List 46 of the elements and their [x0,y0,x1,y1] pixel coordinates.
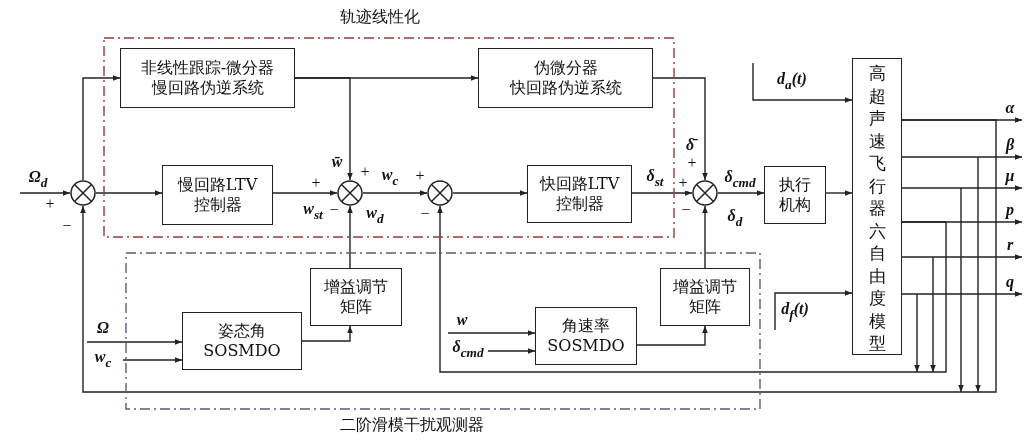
model-box: 高超声速飞行器六自由度模型 [852,58,902,355]
process-box [120,48,295,108]
group-title: 二阶滑模干扰观测器 [340,415,484,435]
process-box [478,48,653,108]
signal-arrow [636,325,708,346]
block-subtitle: 慢回路伪逆系统 [151,78,264,98]
signal-arrow [362,190,428,196]
signal-arrow [717,190,765,196]
process-box: 慢回路LTV控制器 [162,165,273,225]
signal-arrow [86,339,183,345]
block-title: 非线性跟踪-微分器 [140,58,275,78]
signal-arrow [452,190,528,196]
process-box: 角速率SOSMDO [535,307,637,365]
signal-arrow [447,330,536,336]
signal-arrow [901,154,1023,160]
signal-arrow [294,75,479,81]
signal-arrow [752,62,853,103]
process-box: 增益调节矩阵 [310,268,402,326]
signal-arrow [272,190,338,196]
signal-arrow [774,290,853,331]
block-subtitle: 快回路伪逆系统 [509,78,622,98]
process-box: 姿态角SOSMDO [182,312,302,370]
signal-arrow [347,205,353,269]
process-box: 快回路LTV控制器 [527,165,632,223]
signal-arrow [301,325,353,342]
signal-label: d$_{f}$(t) [780,300,810,324]
process-box: 增益调节矩阵 [660,268,750,326]
signal-arrow [95,190,163,196]
signal-arrow [702,205,708,269]
signal-arrow [631,190,693,196]
block-title: 伪微分器 [533,58,598,78]
signal-arrow [19,190,71,196]
sign-label: + [678,175,688,191]
signal-arrow [82,75,121,181]
process-box: 执行机构 [764,166,826,224]
signal-arrow [652,77,708,181]
signal-arrow [825,190,853,196]
signal-arrow [437,205,947,373]
signal-arrow [122,357,183,363]
signal-arrow [487,348,536,354]
signal-label: β [1004,136,1016,154]
signal-arrow [901,254,1023,260]
group-title: 轨迹线性化 [340,7,420,27]
signal-arrow [901,185,1023,191]
signal-arrow [80,119,997,393]
signal-arrow [901,291,1023,297]
